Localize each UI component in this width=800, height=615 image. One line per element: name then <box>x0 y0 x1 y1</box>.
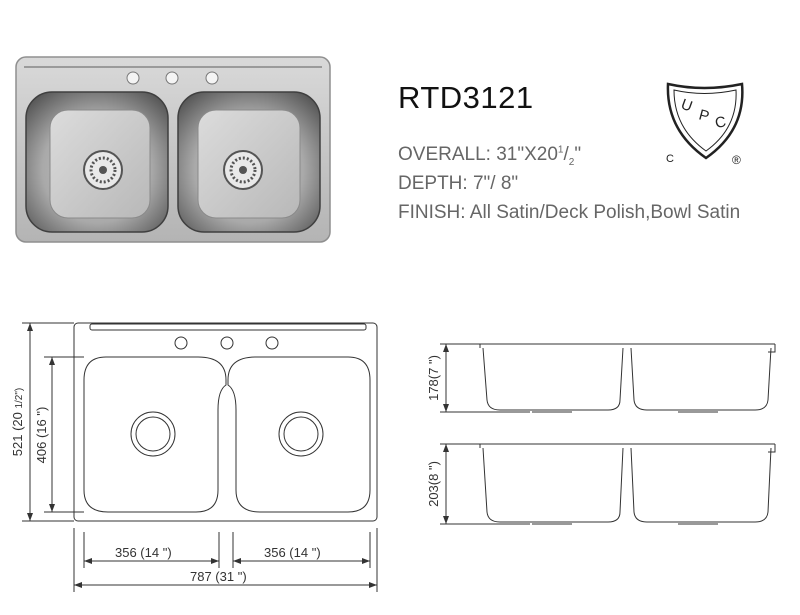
section-deep <box>440 443 776 525</box>
spec-overall-label: OVERALL: <box>398 144 491 165</box>
section-shallow <box>440 343 776 413</box>
upc-letter-u: U <box>679 96 695 116</box>
drain-strainer <box>99 166 107 174</box>
plan-drain-right <box>278 411 324 457</box>
faucet-hole <box>126 71 140 85</box>
plan-drain-right <box>283 416 319 452</box>
faucet-hole <box>205 71 219 85</box>
plan-outline <box>73 322 378 522</box>
upc-letter-p: P <box>697 106 711 125</box>
faucet-hole <box>165 71 179 85</box>
spec-finish: FINISH: All Satin/Deck Polish,Bowl Satin <box>398 202 740 224</box>
upc-shield-icon: U P C C ® <box>666 82 744 167</box>
spec-overall: OVERALL: 31"X201/2" <box>398 144 581 168</box>
dim-bowl-width-left: 356 (14 ") <box>115 545 172 560</box>
drain-strainer <box>239 166 247 174</box>
spec-overall-frac-num: 1 <box>557 144 564 156</box>
spec-depth-label: DEPTH: <box>398 173 468 194</box>
upc-c-mark: C <box>666 153 674 165</box>
sink-photo <box>15 56 331 243</box>
spec-finish-label: FINISH: <box>398 202 466 223</box>
plan-view-drawing: 356 (14 ") 356 (14 ") 787 (31 ") 521 (20… <box>10 322 378 592</box>
spec-depth: DEPTH: 7"/ 8" <box>398 173 518 195</box>
spec-finish-value: All Satin/Deck Polish,Bowl Satin <box>469 202 741 223</box>
dim-bowl-depth-shallow: 178(7 ") <box>426 355 441 401</box>
section-view-drawing: 178(7 ") 203(8 ") <box>426 343 776 525</box>
upc-r-mark: ® <box>732 153 741 167</box>
spec-overall-frac-slash: / <box>563 144 569 165</box>
dim-overall-depth-frac: 1/2") <box>14 388 25 409</box>
faucet-hole <box>265 336 279 350</box>
dim-bowl-width-right: 356 (14 ") <box>264 545 321 560</box>
dim-bowl-length: 406 (16 ") <box>34 407 49 464</box>
drain-strainer <box>89 156 117 184</box>
faucet-hole <box>174 336 188 350</box>
plan-back-ledge <box>89 323 367 331</box>
spec-depth-value: 7"/ 8" <box>472 173 519 194</box>
dim-bowl-depth-deep: 203(8 ") <box>426 461 441 507</box>
model-number: RTD3121 <box>398 80 534 115</box>
plan-drain-left <box>130 411 176 457</box>
dim-overall-depth: 521 (20 1/2") <box>10 388 25 456</box>
upc-letter-c: C <box>714 113 728 132</box>
plan-bowl-right <box>227 356 371 513</box>
plan-drain-left <box>135 416 171 452</box>
plan-bowl-left <box>83 356 227 513</box>
spec-overall-frac-den: 2 <box>568 156 575 168</box>
spec-overall-value: 31"X20 <box>496 144 558 165</box>
drain-strainer <box>229 156 257 184</box>
faucet-hole <box>220 336 234 350</box>
dim-overall-depth-main: 521 (20 <box>10 409 25 457</box>
dim-overall-width: 787 (31 ") <box>190 569 247 584</box>
spec-overall-frac-end: " <box>574 144 582 165</box>
